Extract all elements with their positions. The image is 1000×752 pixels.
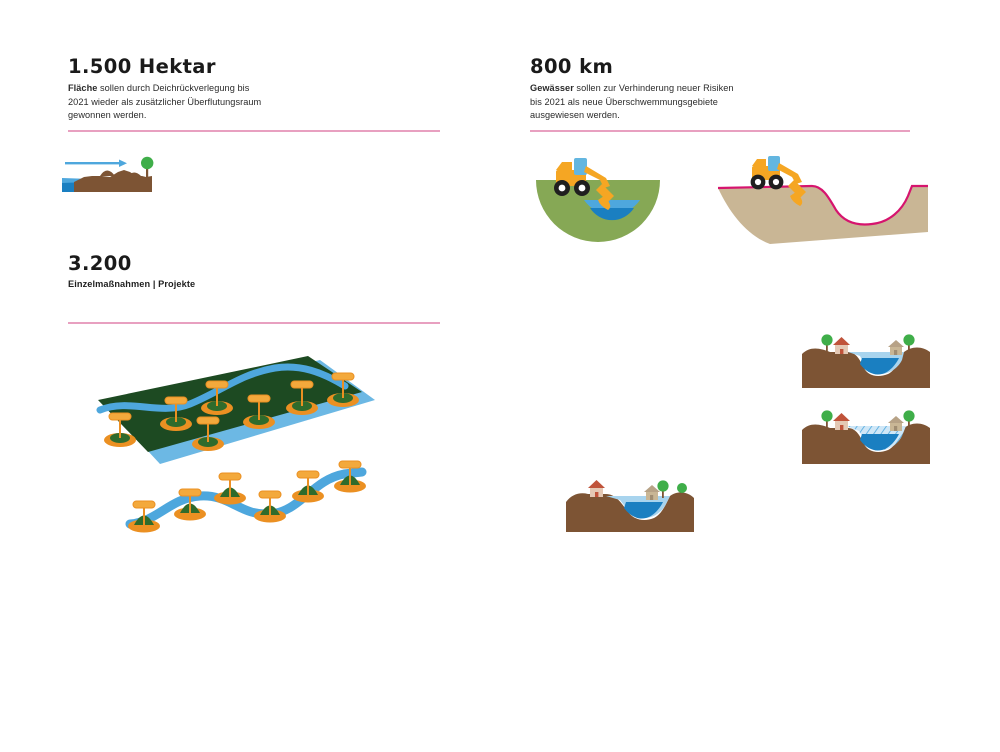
project-marker — [174, 488, 206, 521]
new-dike-mound-icon — [128, 172, 141, 176]
water-deep-icon — [624, 502, 663, 519]
old-dike-mound-icon — [100, 170, 115, 176]
stat-headline-gewaesser: 800 km — [530, 55, 614, 78]
project-marker — [201, 380, 233, 415]
house-icon — [644, 485, 660, 500]
flow-arrow-shaft-icon — [65, 162, 120, 165]
project-marker — [104, 412, 136, 447]
house-icon — [833, 337, 850, 354]
tree-trunk-icon — [826, 342, 828, 353]
stat-body-flaeche: sollen durch Deichrückverlegung bis 2021… — [68, 83, 262, 120]
project-marker — [160, 396, 192, 431]
project-marker — [327, 372, 359, 407]
earth-bank-icon — [802, 423, 930, 464]
tree-trunk-icon — [146, 167, 149, 178]
tree-crown-icon — [141, 156, 154, 170]
stat-description-flaeche: Fläche sollen durch Deichrückverlegung b… — [68, 82, 268, 121]
project-marker — [214, 472, 246, 505]
stat-block-flaeche: 1.500 Hektar Fläche sollen durch Deichrü… — [68, 56, 448, 122]
divider-rule-flaeche — [68, 130, 440, 132]
stat-body-gewaesser: sollen zur Verhinderung neuer Risiken bi… — [530, 83, 734, 120]
water-deep-icon — [860, 358, 899, 375]
stat-block-gewaesser: 800 km Gewässer sollen zur Verhinderung … — [530, 56, 930, 122]
floodplain-3d-terrain-with-project-markers — [90, 352, 385, 472]
tree-crown-icon — [903, 334, 915, 346]
dike-relocation-cross-section — [62, 148, 162, 198]
house-icon — [588, 480, 605, 497]
earth-bank-icon — [566, 492, 694, 532]
tree-crown-icon — [677, 483, 687, 493]
project-marker — [243, 394, 275, 429]
stat-description-gewaesser: Gewässer sollen zur Verhinderung neuer R… — [530, 82, 745, 121]
project-marker — [192, 416, 224, 451]
stat-caption-massnahmen: Einzelmaßnahmen | Projekte — [68, 279, 196, 290]
tree-crown-icon — [821, 410, 833, 422]
stat-headline-flaeche: 1.500 Hektar — [68, 55, 216, 78]
project-marker — [128, 500, 160, 533]
tree-crown-icon — [657, 480, 669, 492]
valley-cross-section-flooded-hatched — [802, 410, 930, 468]
earth-bank-icon — [802, 347, 930, 388]
water-deep-icon — [860, 434, 899, 451]
tree-trunk-icon — [908, 418, 910, 429]
tree-trunk-icon — [662, 488, 664, 498]
excavator-icon — [750, 156, 806, 206]
tree-trunk-icon — [826, 418, 828, 429]
house-icon — [888, 340, 904, 355]
divider-rule-gewaesser — [530, 130, 910, 132]
tree-trunk-icon — [908, 342, 910, 353]
stat-headline-massnahmen: 3.200 — [68, 252, 132, 275]
water-deep-icon — [590, 208, 634, 221]
excavator-icon — [554, 158, 614, 210]
excavator-shaping-floodplain-profile — [700, 152, 950, 252]
tree-crown-icon — [821, 334, 833, 346]
excavator-digging-green-basin — [528, 152, 668, 252]
flow-arrow-head-icon — [119, 159, 127, 167]
valley-cross-section-normal-water-level-wide — [566, 478, 694, 536]
stat-lead-flaeche: Fläche — [68, 83, 98, 94]
stat-lead-gewaesser: Gewässer — [530, 83, 574, 94]
project-marker — [286, 380, 318, 415]
tan-landform-icon — [718, 186, 928, 244]
house-icon — [833, 413, 850, 430]
tree-crown-icon — [903, 410, 915, 422]
tree-trunk-icon — [681, 490, 683, 499]
house-icon — [888, 416, 904, 431]
project-marker — [254, 490, 286, 523]
project-marker — [334, 460, 366, 493]
valley-cross-section-normal-water-level — [802, 334, 930, 392]
earth-bank-icon — [74, 170, 152, 192]
magenta-profile-outline-icon — [717, 184, 928, 226]
stat-block-massnahmen: 3.200 Einzelmaßnahmen | Projekte — [68, 252, 448, 290]
river-course-with-project-markers — [122, 458, 372, 538]
divider-rule-massnahmen — [68, 322, 440, 324]
project-marker — [292, 470, 324, 503]
